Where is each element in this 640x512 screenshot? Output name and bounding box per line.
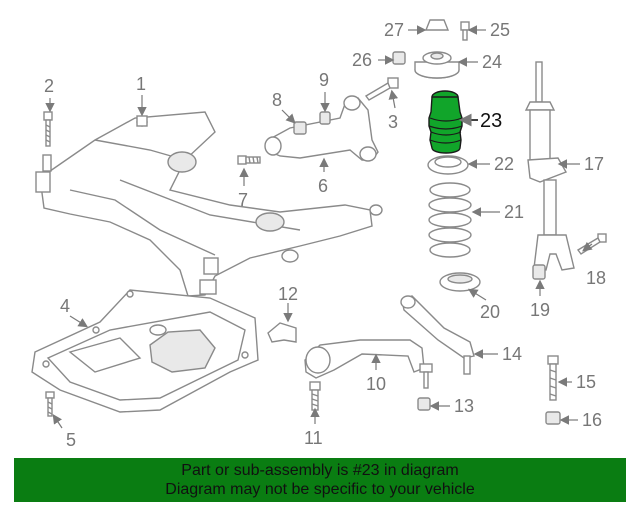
strut-assembly — [524, 61, 575, 271]
callout-20: 20 — [480, 302, 500, 322]
callout-22: 22 — [494, 154, 514, 174]
callout-labels: 1 2 3 4 5 6 7 8 9 10 11 12 13 14 15 16 1… — [44, 20, 606, 450]
callout-18: 18 — [586, 268, 606, 288]
coil-spring — [428, 182, 472, 258]
strut-mount — [414, 51, 460, 79]
callout-19: 19 — [530, 300, 550, 320]
nut-13 — [417, 397, 431, 411]
callout-24: 24 — [482, 52, 502, 72]
callout-5: 5 — [66, 430, 76, 450]
callout-6: 6 — [318, 176, 328, 196]
bolt-15 — [547, 355, 559, 401]
callout-23-highlighted: 23 — [480, 110, 502, 132]
notice-line-part: Part or sub-assembly is #23 in diagram — [181, 462, 459, 479]
lower-control-arm — [304, 339, 433, 389]
callout-12: 12 — [278, 284, 298, 304]
callout-2: 2 — [44, 76, 54, 96]
bolt-25 — [460, 21, 470, 41]
bolt-11 — [309, 381, 321, 411]
callout-7: 7 — [238, 190, 248, 210]
callout-8: 8 — [272, 90, 282, 110]
bracket-12 — [267, 322, 297, 343]
spring-seat-lower — [439, 272, 481, 292]
callout-26: 26 — [352, 50, 372, 70]
callout-16: 16 — [582, 410, 602, 430]
nut-19 — [532, 264, 546, 280]
callout-lines — [45, 25, 593, 429]
callout-17: 17 — [584, 154, 604, 174]
skid-plate — [31, 289, 259, 413]
cap-27 — [424, 19, 450, 31]
nut-8 — [293, 121, 307, 135]
callout-25: 25 — [490, 20, 510, 40]
callout-4: 4 — [60, 296, 70, 316]
notice-line-disclaimer: Diagram may not be specific to your vehi… — [165, 481, 475, 498]
bolt-5 — [45, 391, 55, 417]
nut-9 — [319, 111, 331, 125]
spring-seat-upper — [427, 155, 469, 175]
notice-banner: Part or sub-assembly is #23 in diagram D… — [14, 458, 626, 502]
callout-3: 3 — [388, 112, 398, 132]
subframe — [35, 111, 383, 297]
upper-control-arm — [264, 95, 379, 162]
callout-15: 15 — [576, 372, 596, 392]
bolt-7 — [237, 155, 261, 165]
callout-13: 13 — [454, 396, 474, 416]
bolt-2 — [43, 111, 53, 147]
callout-27: 27 — [384, 20, 404, 40]
callout-1: 1 — [136, 74, 146, 94]
nut-16 — [545, 411, 561, 425]
nut-26 — [392, 51, 406, 65]
dust-boot-highlighted — [428, 90, 463, 154]
callout-10: 10 — [366, 374, 386, 394]
callout-11: 11 — [304, 428, 323, 448]
bolt-3 — [364, 77, 399, 101]
callout-14: 14 — [502, 344, 522, 364]
callout-21: 21 — [504, 202, 524, 222]
callout-9: 9 — [319, 70, 329, 90]
parts-diagram: 1 2 3 4 5 6 7 8 9 10 11 12 13 14 15 16 1… — [31, 19, 607, 450]
